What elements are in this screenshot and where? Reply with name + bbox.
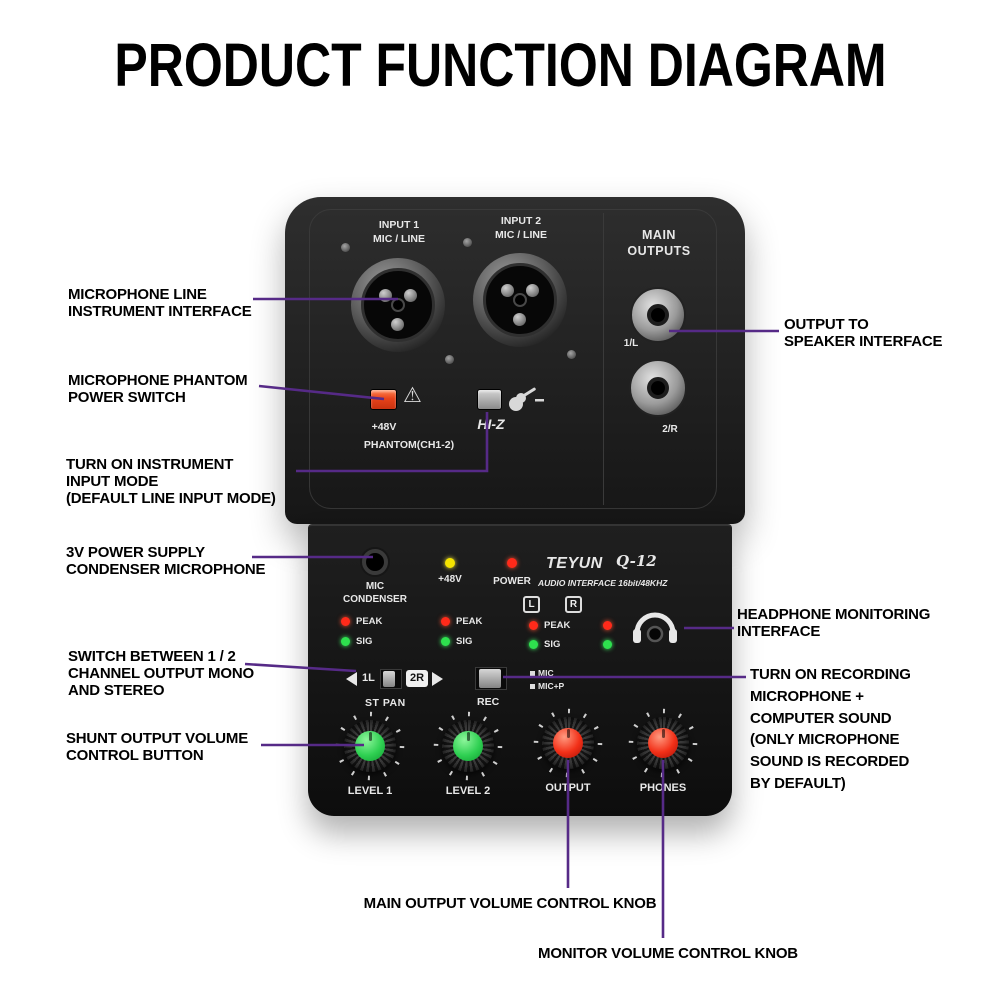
output-knob-cap: [553, 728, 583, 758]
rec-mode-mic-label: MIC: [538, 668, 554, 678]
device-subtitle: AUDIO INTERFACE 16bit/48KHZ: [538, 578, 668, 588]
xlr1-pin: [404, 289, 417, 302]
screw: [567, 350, 576, 359]
R-sig-led: [603, 640, 612, 649]
left-channel-box: L: [523, 596, 540, 613]
hiz-switch: [477, 389, 502, 410]
output-jack-1L: [630, 287, 686, 343]
guitar-icon: [509, 387, 544, 411]
ch2-peak-label: PEAK: [456, 616, 483, 627]
model-name: Q-12: [616, 552, 657, 570]
stereo-switch-right-label: 2R: [406, 670, 428, 687]
xlr2-inner: [483, 263, 557, 337]
power-led-label: POWER: [493, 576, 531, 587]
screw: [445, 355, 454, 364]
rec-switch-knob: [479, 669, 501, 688]
mic-condenser-label: MIC CONDENSER: [343, 581, 407, 605]
phantom-voltage-label: +48V: [371, 421, 397, 433]
xlr1-trs-hole: [391, 298, 405, 312]
rec-mode-mic-p-label: MIC+P: [538, 681, 565, 691]
level2-knob-cap: [453, 731, 483, 761]
stereo-switch-knob: [383, 671, 395, 687]
hiz-label: HI-Z: [477, 416, 505, 432]
callout-condenser-mic: 3V POWER SUPPLY CONDENSER MICROPHONE: [66, 544, 266, 578]
top-panel-inset-outline: [309, 209, 717, 509]
screw: [341, 243, 350, 252]
brand-logo: TEYUN: [546, 555, 603, 572]
output-jack-1L-hole: [647, 304, 669, 326]
ch2-peak-led: [441, 617, 450, 626]
L-peak-led: [529, 621, 538, 630]
xlr2-trs-hole: [513, 293, 527, 307]
level1-label: LEVEL 1: [347, 785, 393, 797]
level2-label: LEVEL 2: [445, 785, 491, 797]
right-channel-box: R: [565, 596, 582, 613]
main-outputs-label: MAIN OUTPUTS: [627, 228, 691, 259]
xlr2-pin: [526, 284, 539, 297]
ch1-sig-label: SIG: [356, 636, 373, 647]
arrow-right-icon: [432, 672, 443, 686]
callout-stereo-switch: SWITCH BETWEEN 1 / 2 CHANNEL OUTPUT MONO…: [68, 648, 254, 699]
callout-headphone: HEADPHONE MONITORING INTERFACE: [737, 606, 931, 640]
stereo-switch-left-label: 1L: [362, 672, 375, 684]
ch1-peak-label: PEAK: [356, 616, 383, 627]
callout-monitor-knob: MONITOR VOLUME CONTROL KNOB: [538, 945, 798, 962]
mic-bullet-icon: [530, 671, 535, 676]
jack-1L-label: 1/L: [623, 338, 639, 349]
xlr-combo-jack-2: [473, 253, 567, 347]
mic-p-bullet-icon: [530, 684, 535, 689]
R-peak-led: [603, 621, 612, 630]
output-jack-2R-hole: [647, 377, 669, 399]
L-sig-led: [529, 640, 538, 649]
output-jack-2R: [629, 359, 687, 417]
screw: [463, 238, 472, 247]
warning-icon: ⚠: [403, 384, 422, 407]
level1-knob: [344, 720, 396, 772]
phantom-channels-label: PHANTOM(CH1-2): [363, 439, 455, 451]
output-knob: [542, 717, 594, 769]
st-pan-label: ST PAN: [365, 697, 406, 709]
ch1-sig-led: [341, 637, 350, 646]
L-peak-label: PEAK: [544, 620, 571, 631]
xlr-combo-jack-1: [351, 258, 445, 352]
L-sig-label: SIG: [544, 639, 561, 650]
callout-phantom-switch: MICROPHONE PHANTOM POWER SWITCH: [68, 372, 248, 406]
page-title: PRODUCT FUNCTION DIAGRAM: [114, 31, 887, 100]
output-label: OUTPUT: [545, 782, 591, 794]
jack-2R-label: 2/R: [662, 424, 678, 435]
device-top-panel: INPUT 1 MIC / LINE INPUT 2 MIC / LINE MA…: [285, 197, 745, 524]
xlr1-pin: [391, 318, 404, 331]
xlr2-pin: [513, 313, 526, 326]
arrow-left-icon: [346, 672, 357, 686]
top-panel-divider: [603, 213, 604, 505]
rec-label: REC: [477, 696, 500, 708]
device-front-panel: MIC CONDENSER +48V POWER TEYUN Q-12 AUDI…: [308, 524, 732, 816]
input1-label: INPUT 1 MIC / LINE: [373, 219, 425, 245]
level1-knob-cap: [355, 731, 385, 761]
phones-knob: [637, 717, 689, 769]
phantom-led-label: +48V: [438, 574, 462, 585]
xlr1-pin: [379, 289, 392, 302]
xlr2-pin: [501, 284, 514, 297]
ch2-sig-led: [441, 637, 450, 646]
input2-label: INPUT 2 MIC / LINE: [495, 215, 547, 241]
callout-main-output-knob: MAIN OUTPUT VOLUME CONTROL KNOB: [363, 895, 657, 912]
mic-condenser-jack: [362, 549, 388, 575]
ch1-peak-led: [341, 617, 350, 626]
callout-mic-line-interface: MICROPHONE LINE INSTRUMENT INTERFACE: [68, 286, 252, 320]
phantom-power-switch: [370, 389, 397, 410]
callout-shunt-volume: SHUNT OUTPUT VOLUME CONTROL BUTTON: [66, 730, 249, 764]
callout-speaker-output: OUTPUT TO SPEAKER INTERFACE: [784, 316, 943, 350]
headphone-icon: [633, 612, 677, 643]
phantom-led: [445, 558, 455, 568]
ch2-sig-label: SIG: [456, 636, 473, 647]
power-led: [507, 558, 517, 568]
level2-knob: [442, 720, 494, 772]
callout-rec-switch: TURN ON RECORDING MICROPHONE + COMPUTER …: [750, 666, 911, 792]
phones-knob-cap: [648, 728, 678, 758]
phones-label: PHONES: [639, 782, 687, 794]
callout-instrument-mode: TURN ON INSTRUMENT INPUT MODE (DEFAULT L…: [66, 456, 276, 507]
